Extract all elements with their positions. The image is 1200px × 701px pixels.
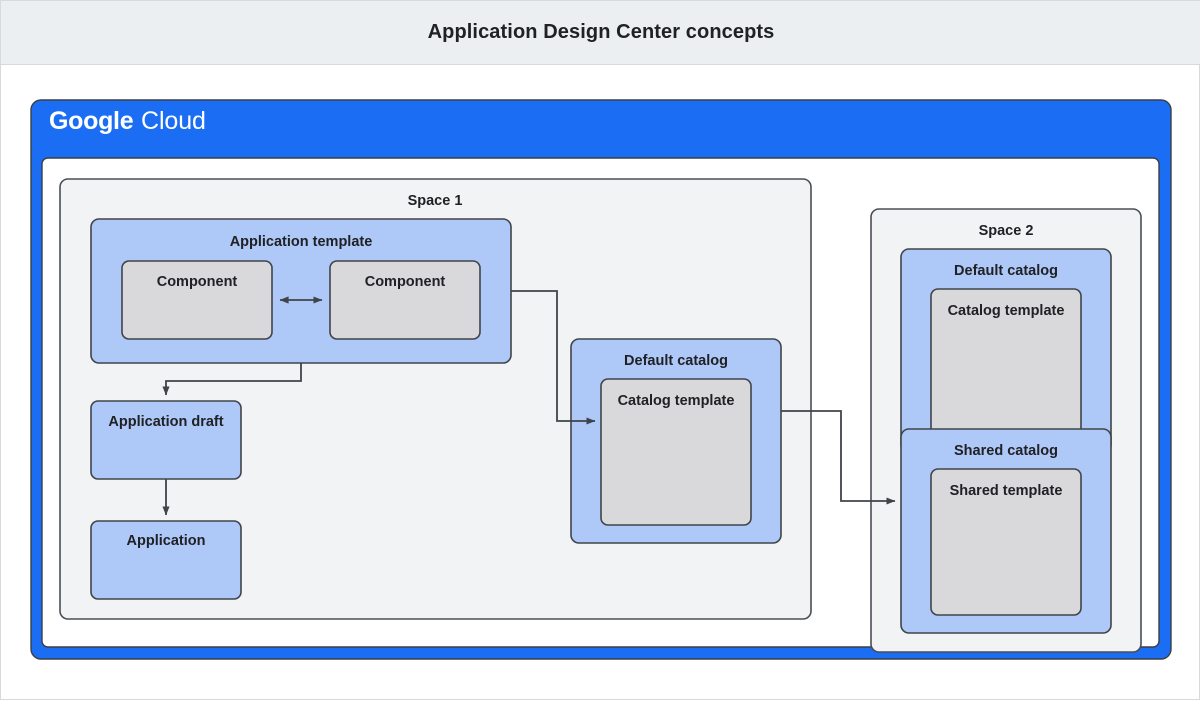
- component-left-label: Component: [157, 274, 238, 290]
- application-box: [90, 520, 242, 600]
- application-label: Application: [127, 533, 206, 549]
- google-cloud-logo-google: Google: [49, 107, 134, 135]
- space-2-catalog-template-label: Catalog template: [948, 303, 1065, 319]
- space-2-shared-catalog-group: Shared catalog Shared template: [900, 428, 1112, 634]
- component-right-box: [329, 260, 481, 340]
- space-2: Space 2 Default catalog Catalog template…: [870, 208, 1142, 653]
- application-template-group: Application template Component Component: [90, 218, 512, 364]
- space-1-catalog-template-label: Catalog template: [618, 393, 735, 409]
- application-draft-box: [90, 400, 242, 480]
- component-left-box: [121, 260, 273, 340]
- space-1-default-catalog-group: Default catalog Catalog template: [570, 338, 782, 544]
- space-1-catalog-template-box: [600, 378, 752, 526]
- space-2-label: Space 2: [979, 223, 1034, 239]
- component-right-label: Component: [365, 274, 446, 290]
- space-1-default-catalog-label: Default catalog: [624, 353, 728, 369]
- space-2-default-catalog-group: Default catalog Catalog template: [900, 248, 1112, 454]
- template-to-default-catalog-connector: [511, 290, 596, 425]
- space-2-shared-template-label: Shared template: [950, 483, 1063, 499]
- application-draft-label: Application draft: [108, 414, 223, 430]
- google-cloud-logo-cloud: Cloud: [141, 107, 206, 135]
- space-2-default-catalog-label: Default catalog: [954, 263, 1058, 279]
- application-template-label: Application template: [230, 234, 373, 250]
- space-2-shared-template-box: [930, 468, 1082, 616]
- template-to-draft-connector: [162, 363, 302, 396]
- space-1: Space 1 Application template Component C…: [59, 178, 812, 620]
- diagram-canvas: Google Cloud Space 1 Application templat…: [1, 65, 1200, 701]
- space-1-label: Space 1: [408, 193, 463, 209]
- page-title: Application Design Center concepts: [427, 21, 775, 43]
- title-bar: Application Design Center concepts: [1, 1, 1200, 65]
- space-2-shared-catalog-label: Shared catalog: [954, 443, 1058, 459]
- default-catalog-to-shared-catalog-connector: [781, 410, 896, 505]
